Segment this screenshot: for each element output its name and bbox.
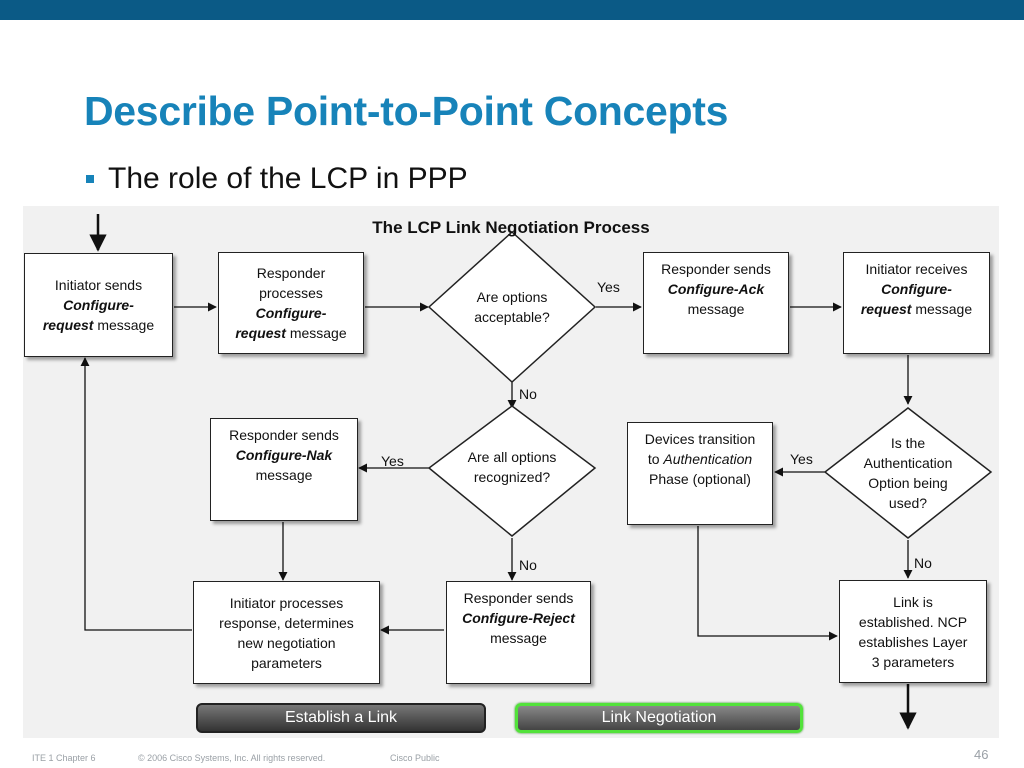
node-responder-ack: Responder sends Configure-Ack message: [643, 252, 789, 354]
node-initiator-processes: Initiator processes response, determines…: [193, 581, 380, 684]
node-link-established: Link is established. NCP establishes Lay…: [839, 580, 987, 683]
node-initiator-receives: Initiator receives Configure- request me…: [843, 252, 990, 354]
edge-label-yes-auth: Yes: [790, 451, 813, 467]
bullet-text: The role of the LCP in PPP: [108, 162, 468, 195]
decision-options-text: Are options acceptable?: [474, 289, 550, 325]
node-devices-transition: Devices transition to Authentication Pha…: [627, 422, 773, 525]
establish-link-button[interactable]: Establish a Link: [196, 703, 486, 733]
edge-label-no-link: No: [914, 555, 932, 571]
edge-label-no-reject: No: [519, 557, 537, 573]
link-negotiation-button[interactable]: Link Negotiation: [515, 703, 803, 733]
edge-loop-back: [80, 357, 192, 631]
node-initiator-sends: Initiator sends Configure- request messa…: [24, 253, 173, 357]
footer-chapter: ITE 1 Chapter 6: [32, 753, 96, 763]
decision-auth-option: [823, 407, 993, 539]
edge-label-yes-nak: Yes: [381, 453, 404, 469]
node-responder-reject: Responder sends Configure-Reject message: [446, 581, 591, 684]
lcp-flowchart: The LCP Link Negotiation Process Initiat…: [23, 206, 999, 738]
edge-label-yes-ack: Yes: [597, 279, 620, 295]
edge-label-no-recognized: No: [519, 386, 537, 402]
bullet-square-icon: [86, 175, 94, 183]
decision-all-recognized: [427, 405, 597, 537]
slide-title: Describe Point-to-Point Concepts: [84, 88, 729, 134]
footer-copyright: © 2006 Cisco Systems, Inc. All rights re…: [138, 753, 326, 763]
flowchart-connectors: [80, 214, 993, 730]
top-bar: [0, 0, 1024, 20]
diagram-title: The LCP Link Negotiation Process: [372, 218, 650, 237]
node-responder-nak: Responder sends Configure-Nak message: [210, 418, 358, 521]
decision-recognized-text: Are all options recognized?: [467, 449, 557, 485]
edge-transition-to-link: [697, 526, 838, 641]
decision-auth-text: Is the Authentication Option being used?: [863, 435, 953, 511]
node-responder-processes: Responder processes Configure- request m…: [218, 252, 364, 354]
bullet-item: The role of the LCP in PPP: [86, 162, 468, 196]
footer-classification: Cisco Public: [390, 753, 440, 763]
decision-options-acceptable: [427, 230, 597, 384]
page-number: 46: [974, 747, 989, 762]
